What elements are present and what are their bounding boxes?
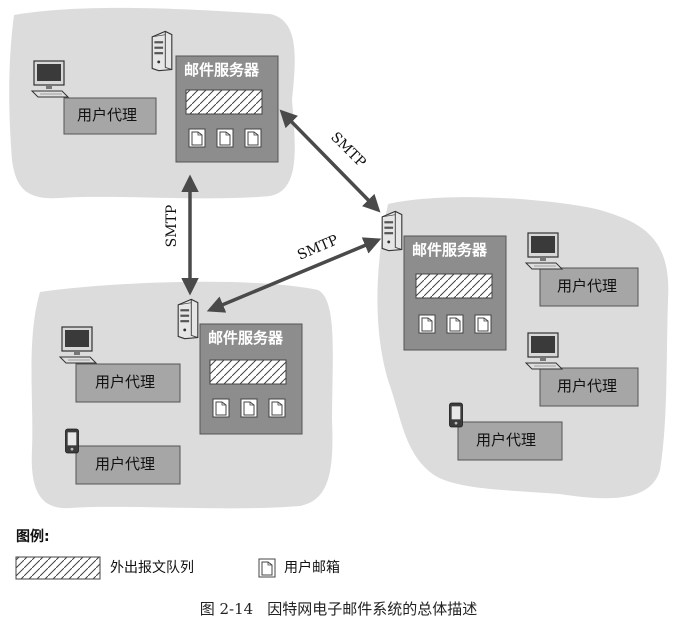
mailbox-icon xyxy=(268,398,286,418)
mobile-phone-icon xyxy=(448,402,464,428)
mailbox-icon xyxy=(212,398,230,418)
legend-mailbox-icon xyxy=(258,558,276,578)
mailbox-icon xyxy=(216,128,234,148)
server-tower-icon xyxy=(381,210,403,252)
outgoing-queue-icon xyxy=(209,359,287,385)
user-agent-box xyxy=(75,363,181,403)
legend-outgoing-queue-icon xyxy=(15,556,101,580)
mobile-phone-icon xyxy=(64,428,80,454)
mailbox-icon xyxy=(240,398,258,418)
mailbox-icon xyxy=(418,314,436,334)
outgoing-queue-icon xyxy=(185,89,263,115)
computer-icon xyxy=(59,326,97,364)
user-agent-box xyxy=(75,445,181,485)
mail-server-label: 邮件服务器 xyxy=(184,61,260,79)
figure-number: 图 2-14 xyxy=(199,600,254,618)
mail-server-label: 邮件服务器 xyxy=(412,241,488,259)
smtp-label-vertical: SMTP xyxy=(164,204,180,248)
smtp-link-top-right xyxy=(279,109,381,213)
legend-title: 图例: xyxy=(16,529,50,545)
legend-queue-label: 外出报文队列 xyxy=(110,560,194,576)
outgoing-queue-icon xyxy=(415,273,493,299)
server-tower-icon xyxy=(151,30,173,72)
computer-icon xyxy=(31,60,69,98)
user-agent-label: 用户代理 xyxy=(77,106,138,124)
mailbox-icon xyxy=(188,128,206,148)
user-agent-box xyxy=(539,367,639,407)
computer-icon xyxy=(525,332,563,370)
smtp-link-bottom-right xyxy=(206,237,382,313)
user-agent-label: 用户代理 xyxy=(95,373,156,391)
server-tower-icon xyxy=(177,298,199,340)
user-agent-box xyxy=(457,421,563,461)
user-agent-label: 用户代理 xyxy=(557,277,618,295)
legend-mailbox-label: 用户邮箱 xyxy=(284,560,340,576)
mail-server-label: 邮件服务器 xyxy=(208,329,284,347)
user-agent-label: 用户代理 xyxy=(95,455,156,473)
computer-icon xyxy=(525,232,563,270)
user-agent-label: 用户代理 xyxy=(557,377,618,395)
user-agent-box xyxy=(539,267,639,307)
figure-title: 因特网电子邮件系统的总体描述 xyxy=(267,600,478,618)
user-agent-label: 用户代理 xyxy=(476,431,537,449)
mailbox-icon xyxy=(474,314,492,334)
mailbox-icon xyxy=(244,128,262,148)
mailbox-icon xyxy=(446,314,464,334)
figure-caption: 图 2-14 因特网电子邮件系统的总体描述 xyxy=(0,598,677,619)
user-agent-box xyxy=(63,97,157,135)
